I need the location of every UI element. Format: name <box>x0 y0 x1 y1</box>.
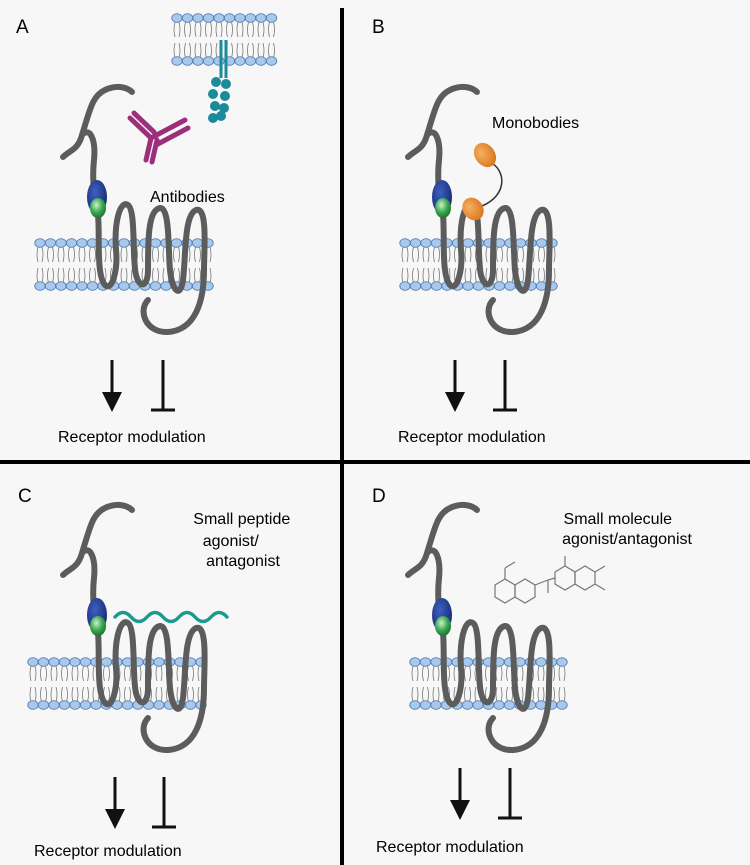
receptor-icon <box>60 501 208 754</box>
modulation-label: Receptor modulation <box>58 429 206 446</box>
modulation-label: Receptor modulation <box>398 429 546 446</box>
ligand-label: Antibodies <box>150 189 225 206</box>
receptor-icon <box>60 83 208 336</box>
inhibition-bar-icon <box>493 360 517 412</box>
panel-letter: A <box>16 17 29 38</box>
panel-letter: B <box>372 17 385 38</box>
cell-surface-receptor-icon <box>208 40 231 123</box>
panel-a: A Antibodies Receptor modulation <box>16 13 278 446</box>
activation-arrow-icon <box>105 777 125 829</box>
activation-arrow-icon <box>445 360 465 412</box>
inhibition-bar-icon <box>151 360 175 412</box>
panel-b: B Monobodies Receptor modulation <box>372 17 579 446</box>
peptide-icon <box>113 610 229 624</box>
activation-arrow-icon <box>102 360 122 412</box>
panel-d: D Small molecule agonist/antagonist <box>372 486 692 856</box>
small-molecule-icon <box>494 556 606 604</box>
membrane <box>171 13 278 66</box>
receptor-icon <box>405 83 553 336</box>
membrane <box>27 657 207 710</box>
receptor-icon <box>405 501 553 754</box>
modulation-label: Receptor modulation <box>34 843 182 860</box>
panel-letter: D <box>372 486 386 507</box>
ligand-label: Small molecule agonist/antagonist <box>562 511 692 548</box>
activation-arrow-icon <box>450 768 470 820</box>
inhibition-bar-icon <box>498 768 522 820</box>
modulation-label: Receptor modulation <box>376 839 524 856</box>
monobody-icon <box>462 142 503 221</box>
ligand-label: Small peptide agonist/ antagonist <box>193 511 294 570</box>
panel-c: C Small peptide agonist/ antagonist Rece… <box>18 486 294 860</box>
antibody-icon <box>127 110 191 165</box>
panel-letter: C <box>18 486 32 507</box>
inhibition-bar-icon <box>152 777 176 829</box>
ligand-label: Monobodies <box>492 115 579 132</box>
